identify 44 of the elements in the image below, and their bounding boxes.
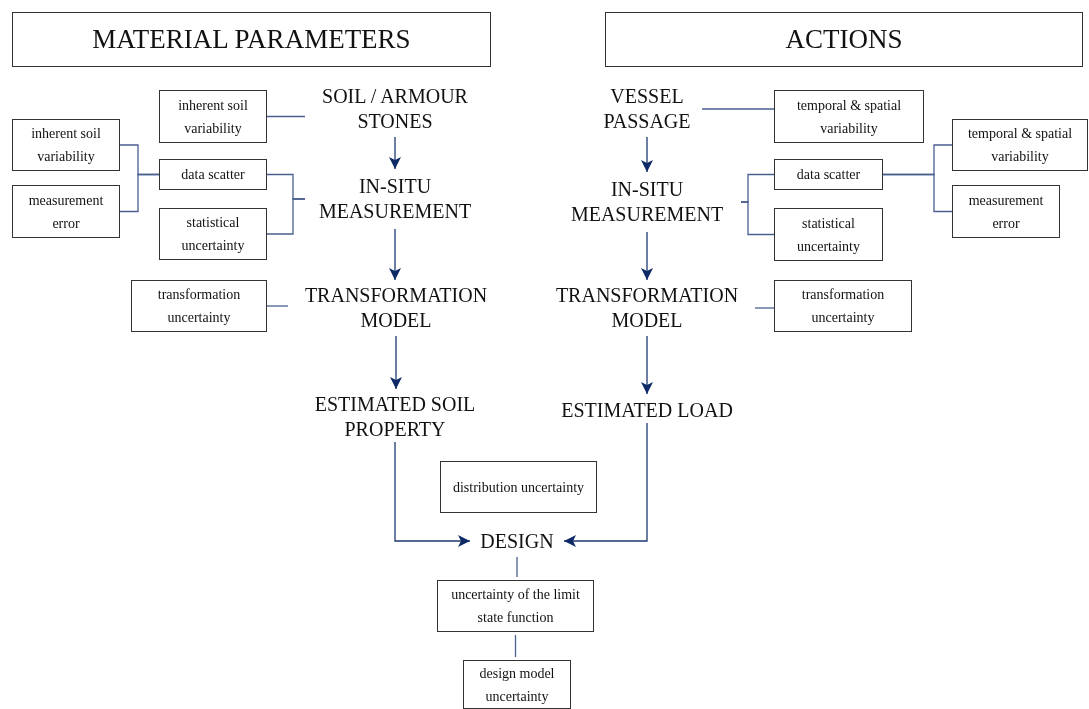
stage-label: ESTIMATED LOAD <box>542 397 752 423</box>
uncertainty-box: measurement error <box>952 185 1060 238</box>
connector-line <box>740 201 775 236</box>
uncertainty-box: statistical uncertainty <box>159 208 267 260</box>
uncertainty-box: statistical uncertainty <box>774 208 883 261</box>
uncertainty-box: design model uncertainty <box>463 660 571 709</box>
uncertainty-box: inherent soil variability <box>12 119 120 171</box>
uncertainty-box: measurement error <box>12 185 120 238</box>
stage-label: IN-SITU MEASUREMENT <box>305 172 485 226</box>
connector-line <box>266 115 306 118</box>
uncertainty-box: temporal & spatial variability <box>952 119 1088 171</box>
connector-line <box>514 634 517 658</box>
stage-label: DESIGN <box>470 528 564 554</box>
stage-label: SOIL / ARMOUR STONES <box>305 84 485 134</box>
uncertainty-box: temporal & spatial variability <box>774 90 924 143</box>
uncertainty-box: transformation uncertainty <box>131 280 267 332</box>
connector-line <box>266 305 289 307</box>
connector-line <box>754 307 775 309</box>
arrow <box>389 136 401 170</box>
arrow <box>390 335 402 390</box>
uncertainty-box: transformation uncertainty <box>774 280 912 332</box>
stage-label: ESTIMATED SOIL PROPERTY <box>295 392 495 442</box>
connector-line <box>516 556 518 578</box>
heading-box: ACTIONS <box>605 12 1083 67</box>
stage-label: TRANSFORMATION MODEL <box>539 283 755 333</box>
arrow <box>394 441 471 547</box>
connector-line <box>119 173 160 213</box>
stage-label: VESSEL PASSAGE <box>592 84 702 134</box>
arrow <box>641 231 653 281</box>
uncertainty-box: data scatter <box>774 159 883 190</box>
stage-label: TRANSFORMATION MODEL <box>288 283 504 333</box>
connector-line <box>266 198 306 235</box>
stage-label: IN-SITU MEASUREMENT <box>553 175 741 229</box>
uncertainty-box: uncertainty of the limit state function <box>437 580 594 632</box>
uncertainty-box: inherent soil variability <box>159 90 267 143</box>
arrow <box>641 335 653 395</box>
uncertainty-box: distribution uncertainty <box>440 461 597 513</box>
uncertainty-box: data scatter <box>159 159 267 190</box>
heading-box: MATERIAL PARAMETERS <box>12 12 491 67</box>
arrow <box>641 136 653 173</box>
arrow <box>389 228 401 281</box>
connector-line <box>701 108 775 110</box>
arrow <box>563 422 648 547</box>
connector-line <box>882 173 953 213</box>
